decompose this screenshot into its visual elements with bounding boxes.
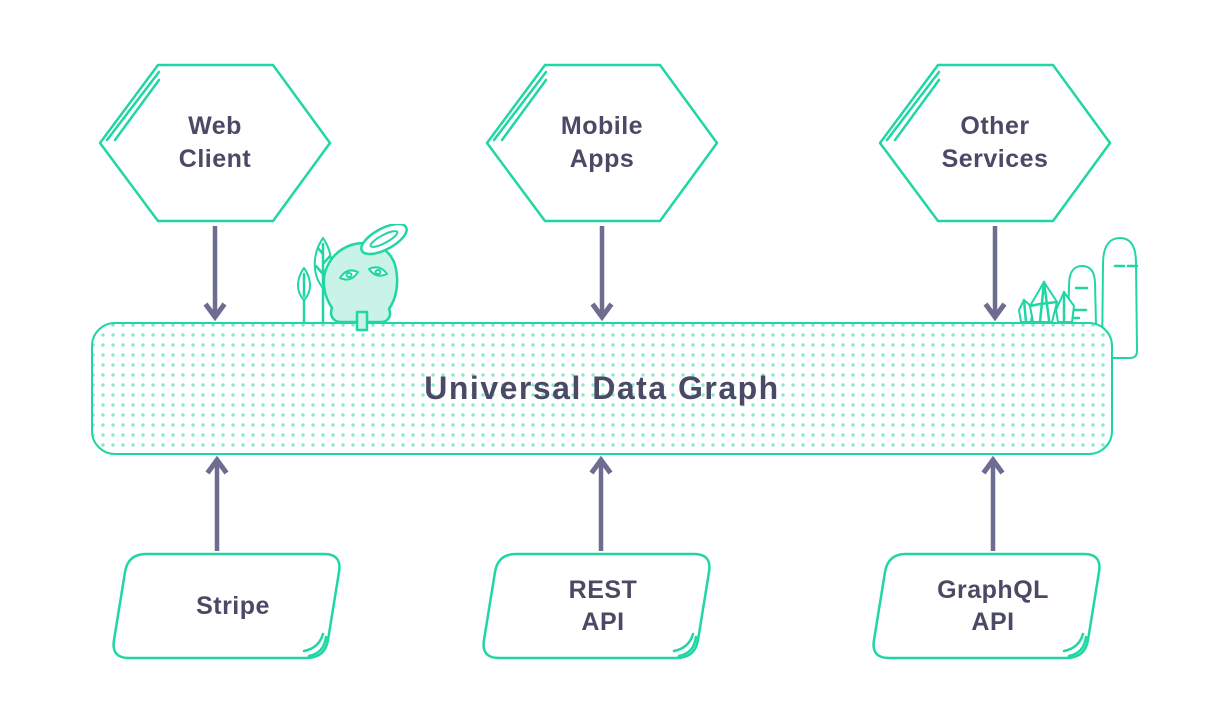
client-node-mobile-apps: Mobile Apps — [485, 62, 719, 224]
hub-node-universal-data-graph: Universal Data Graph — [91, 322, 1113, 455]
source-node-stripe: Stripe — [108, 551, 348, 661]
skewed-box-shape-icon — [872, 552, 1101, 660]
crystal-cluster-icon — [1018, 280, 1075, 324]
source-node-label: REST API — [568, 575, 638, 637]
skewed-box-shape-icon — [112, 552, 341, 660]
skewed-box-shape-icon — [482, 552, 711, 660]
mascot-leg-icon — [355, 310, 369, 332]
hexagon-shape-icon — [878, 63, 1112, 223]
ghost-mascot-decoration — [297, 224, 408, 332]
source-node-label: GraphQL API — [937, 575, 1049, 637]
arrow-stripe-to-hub — [205, 455, 229, 551]
mascot-halo-icon — [360, 224, 408, 256]
arrow-rest-api-to-hub — [589, 455, 613, 551]
hexagon-shape-icon — [485, 63, 719, 223]
hub-label: Universal Data Graph — [424, 370, 780, 406]
source-node-graphql-api: GraphQL API — [868, 551, 1108, 661]
client-node-label: Other Services — [941, 112, 1049, 173]
arrow-web-client-to-hub — [203, 226, 227, 322]
arrow-graphql-api-to-hub — [981, 455, 1005, 551]
arrow-other-services-to-hub — [983, 226, 1007, 322]
client-node-label: Web Client — [178, 112, 252, 173]
source-node-rest-api: REST API — [478, 551, 718, 661]
cactus-hill-tall-icon — [1101, 237, 1139, 359]
client-node-label: Mobile Apps — [560, 112, 644, 173]
source-node-label: Stripe — [196, 591, 270, 620]
client-node-other-services: Other Services — [878, 62, 1112, 224]
client-node-web-client: Web Client — [98, 62, 332, 224]
ghost-mascot-icon — [322, 224, 408, 332]
arrow-mobile-apps-to-hub — [590, 226, 614, 322]
hexagon-shape-icon — [98, 63, 332, 223]
